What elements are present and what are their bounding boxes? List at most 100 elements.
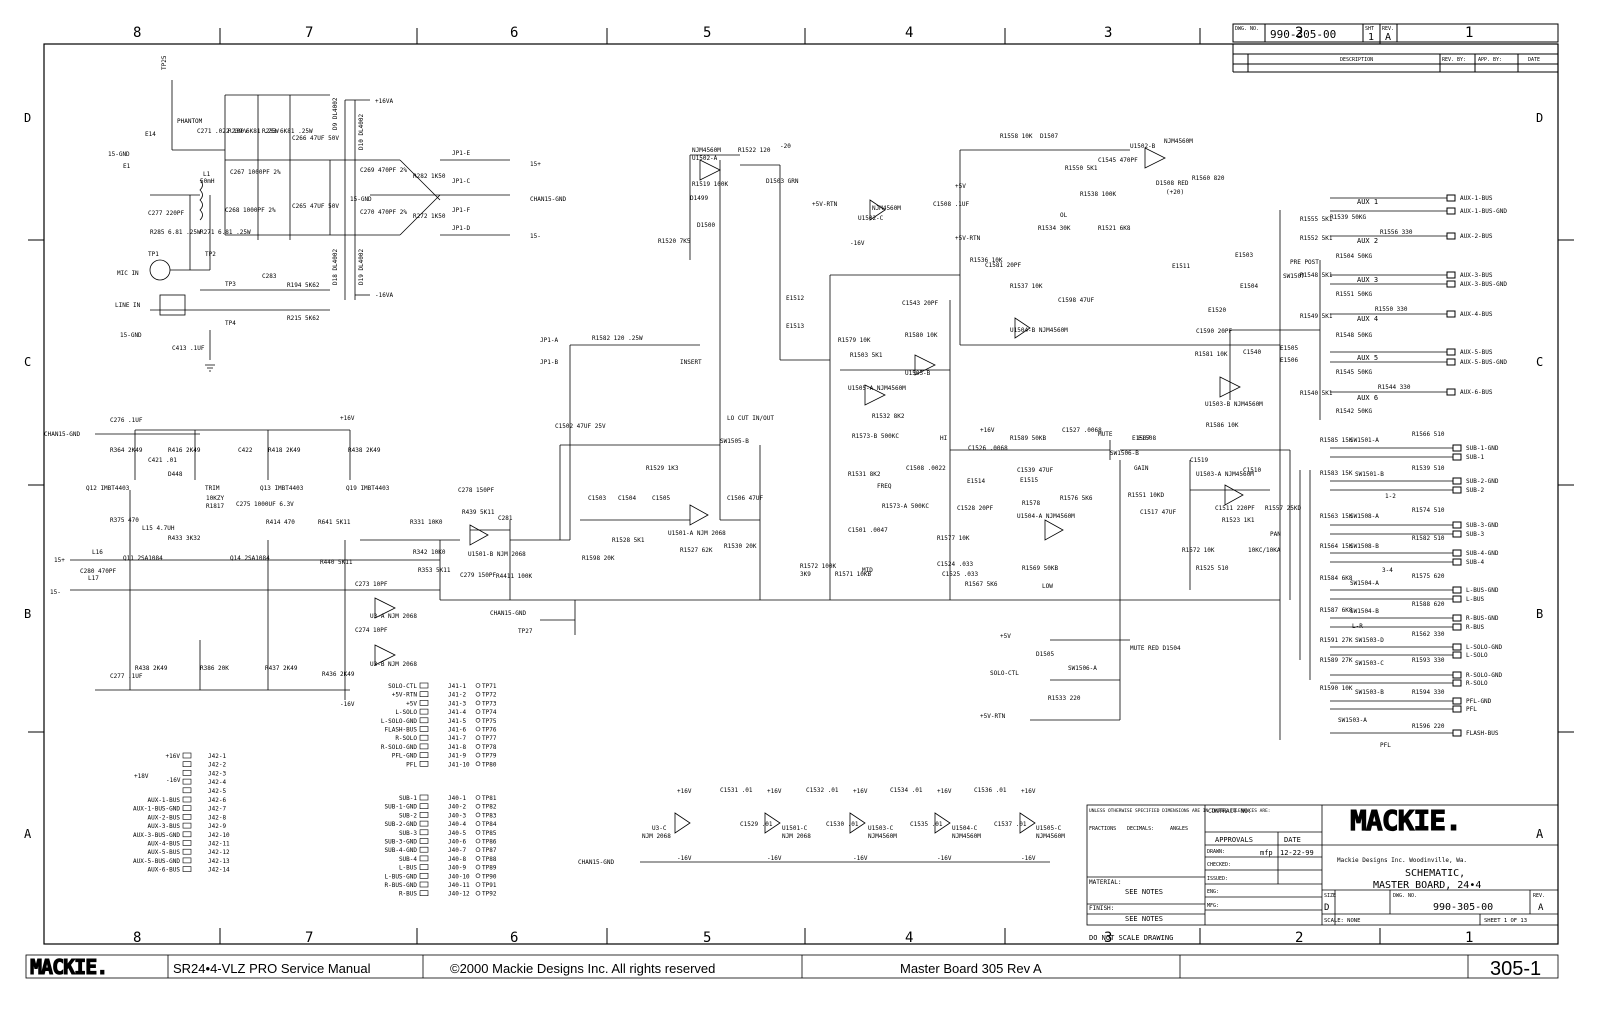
main-title-block-text: UNLESS OTHERWISE SPECIFIED DIMENSIONS AR… xyxy=(1089,804,1545,943)
j41-box xyxy=(419,717,429,724)
j42-aux-signal-1: AUX-1-BUS-GND xyxy=(133,806,180,813)
j41-tp-6: TP77 xyxy=(482,735,497,742)
mix-label-18: MUTE RED D1504 xyxy=(1130,645,1181,652)
bus-output-4: SUB-3-GND xyxy=(1466,522,1499,529)
j42-signal-0: +16V xyxy=(166,753,181,760)
aux-send-3: AUX 3 xyxy=(1357,276,1378,284)
eq-label-24: C1503 xyxy=(588,495,606,502)
decoupling-plus-2: +16V xyxy=(853,788,868,795)
aux-connector-box xyxy=(1446,194,1456,202)
j40-signal-8: L-BUS xyxy=(399,865,417,872)
decoupling-top-cap-0: C1531 .01 xyxy=(720,787,753,794)
mix-label-43: R1549 5K1 xyxy=(1300,313,1333,320)
decoupling-cap-2: C1530 .01 xyxy=(826,821,859,828)
bus-component-15: SW1504-A xyxy=(1350,580,1379,587)
zone-row-left-C: C xyxy=(24,355,31,369)
eq-label-74: E1515 xyxy=(1020,477,1038,484)
drawn-by: mfp xyxy=(1260,849,1273,857)
eq-label-79: C1524 .033 xyxy=(937,561,974,568)
c413: C413 .1UF xyxy=(172,345,205,352)
j42-aux-signal-5: AUX-4-BUS xyxy=(147,841,180,848)
do-not-scale: DO NOT SCALE DRAWING xyxy=(1089,934,1173,942)
j42-pin-1: J42-2 xyxy=(208,762,226,769)
tp4-label: TP4 xyxy=(225,320,236,327)
bus-component-12: R1582 510 xyxy=(1412,535,1445,542)
eq-label-53: C1598 47UF xyxy=(1058,297,1095,304)
material-value: SEE NOTES xyxy=(1125,888,1163,896)
aux-connector-box xyxy=(1446,348,1456,356)
eq-label-58: C1545 470PF xyxy=(1098,157,1138,164)
d9-label: D9 DL4002 xyxy=(332,97,339,130)
eq-label-71: R1589 50KB xyxy=(1010,435,1047,442)
j40-tp-circle xyxy=(475,890,481,896)
eq-label-29: R1530 20K xyxy=(724,543,757,550)
date-header: DATE xyxy=(1528,57,1540,63)
j40-box xyxy=(419,812,429,818)
eq-label-40: U1505-A NJM4560M xyxy=(848,385,906,392)
preamp-label-8: R418 2K49 xyxy=(268,447,301,454)
eq-label-72: C1527 .0068 xyxy=(1062,427,1102,434)
material-label: MATERIAL: xyxy=(1089,879,1122,886)
bus-output-11: R-BUS xyxy=(1466,624,1484,631)
bus-component-32: PFL xyxy=(1380,742,1391,749)
j42-aux-signal-4: AUX-3-BUS-GND xyxy=(133,832,180,839)
eq-label-19: INSERT xyxy=(680,359,702,366)
bus-component-30: SW1503-A xyxy=(1338,717,1367,724)
main-title-block xyxy=(1086,804,1559,926)
eq-label-57: R1550 5K1 xyxy=(1065,165,1098,172)
rev-value-2: A xyxy=(1538,903,1544,913)
eq-label-63: (+20) xyxy=(1166,189,1184,196)
j41-tp-circle xyxy=(475,683,481,688)
j40-tp-5: TP86 xyxy=(482,839,497,846)
mix-label-20: SW1506-A xyxy=(1068,665,1097,672)
j40-signal-3: SUB-2-GND xyxy=(384,821,417,828)
bus-component-4: R1539 510 xyxy=(1412,465,1445,472)
mix-label-33: R1581 10K xyxy=(1195,351,1228,358)
eq-label-45: FREQ xyxy=(877,483,892,490)
preamp-label-9: R438 2K49 xyxy=(348,447,381,454)
mix-label-35: R1555 5K1 xyxy=(1300,216,1333,223)
decoupling-minus-1: -16V xyxy=(767,855,782,862)
j41-pin-7: J41-8 xyxy=(448,744,466,751)
c268: C268 1000PF 2% xyxy=(225,207,276,214)
bus-component-3: SW1501-B xyxy=(1355,471,1384,478)
decoupling-cap-4: C1537 .01 xyxy=(994,821,1027,828)
j40-pin-11: J40-12 xyxy=(448,891,470,898)
aux-output-5: AUX-4-BUS xyxy=(1460,311,1493,318)
j40-signal-0: SUB-1 xyxy=(399,795,417,802)
mix-label-6: R1551 10KD xyxy=(1128,492,1165,499)
eq-label-10: +5V xyxy=(955,183,966,190)
eq-label-16: JP1-A xyxy=(540,337,558,344)
rev-label-2: REV. xyxy=(1533,893,1545,899)
bus-component-24: R1589 27K xyxy=(1320,657,1353,664)
eq-label-69: HI xyxy=(940,435,948,442)
eq-label-73: C1539 47UF xyxy=(1017,467,1054,474)
eq-label-86: R1572 100K xyxy=(800,563,837,570)
preamp-label-33: C278 150PF xyxy=(458,487,495,494)
decoupling-plus-1: +16V xyxy=(767,788,782,795)
bus-component-5: 1-2 xyxy=(1385,493,1396,500)
preamp-label-44: R438 2K49 xyxy=(135,665,168,672)
bus-component-0: R1585 15K xyxy=(1320,437,1353,444)
eq-label-46: R1573-A 500KC xyxy=(882,503,929,510)
r194: R194 5K62 xyxy=(287,282,320,289)
j40-box xyxy=(419,794,429,801)
r239: R239 6K81 .25W xyxy=(228,128,279,135)
j41-pin-4: J41-5 xyxy=(448,718,466,725)
j40-signal-6: SUB-4-GND xyxy=(384,847,417,854)
gnd-label: 15-GND xyxy=(108,151,130,158)
decoupling-part-0: NJM 2068 xyxy=(642,833,671,840)
bus-component-25: SW1503-C xyxy=(1355,660,1384,667)
bus-component-26: R1593 330 xyxy=(1412,657,1445,664)
bus-output-connectors: SUB-1-GNDSUB-1SUB-2-GNDSUB-2SUB-3-GNDSUB… xyxy=(1330,444,1503,737)
plus16va: +16VA xyxy=(375,98,393,105)
jp1e: JP1-E xyxy=(452,150,470,157)
j40-pin-2: J40-3 xyxy=(448,812,466,819)
bus-connector-box xyxy=(1452,679,1462,687)
input-labels: TP25 PHANTOM E14 15-GND E1 MIC IN LINE I… xyxy=(108,55,339,352)
footer-logo: MACKIE. xyxy=(30,955,107,979)
j40-box xyxy=(419,846,429,853)
j40-signal-11: R-BUS xyxy=(399,891,417,898)
